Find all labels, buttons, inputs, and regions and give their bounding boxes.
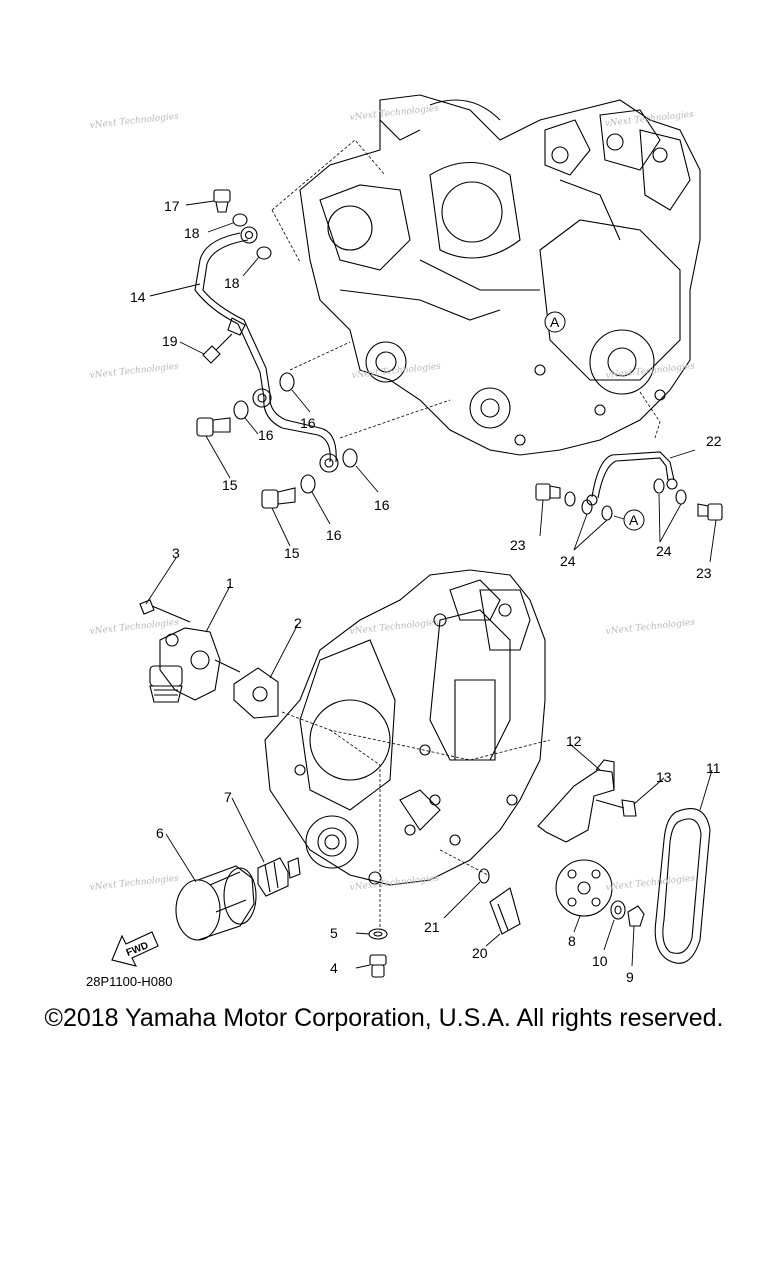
union-bolt-23 — [535, 483, 723, 521]
copyright-notice: ©2018 Yamaha Motor Corporation, U.S.A. A… — [44, 1004, 724, 1032]
bolt-3 — [139, 599, 191, 623]
callout-15: 15 — [284, 545, 300, 561]
svg-text:vNext Technologies: vNext Technologies — [349, 104, 439, 123]
callout-21: 21 — [424, 919, 440, 935]
diagram-reference-code: 28P1100-H080 — [86, 974, 173, 989]
svg-text:vNext Technologies: vNext Technologies — [605, 618, 695, 637]
oil-pipe-14 — [194, 226, 339, 473]
lower-engine-housing — [264, 569, 546, 886]
svg-text:vNext Technologies: vNext Technologies — [89, 362, 179, 381]
callout-3: 3 — [172, 545, 180, 561]
nut-9 — [627, 905, 645, 927]
callout-12: 12 — [566, 733, 582, 749]
union-bolt-17 — [213, 189, 231, 213]
sprocket-8 — [555, 859, 613, 917]
ref-mark-a-lower: A — [613, 509, 645, 531]
callout-15: 15 — [222, 477, 238, 493]
union-7 — [257, 857, 301, 897]
guide-12 — [537, 759, 615, 843]
callout-16: 16 — [300, 415, 316, 431]
watermarks: vNext Technologies vNext Technologies vN… — [89, 104, 695, 893]
callout-11: 11 — [706, 760, 721, 776]
ref-mark-a-upper: A — [544, 311, 566, 333]
svg-text:vNext Technologies: vNext Technologies — [349, 874, 439, 893]
callout-16: 16 — [374, 497, 390, 513]
bolt-19 — [202, 333, 233, 364]
bolt-13 — [595, 799, 637, 817]
callout-16: 16 — [258, 427, 274, 443]
washer-10 — [610, 900, 626, 920]
o-ring-21 — [478, 868, 490, 884]
chain-11 — [654, 808, 711, 964]
callout-24: 24 — [656, 543, 672, 559]
strainer-20 — [489, 887, 521, 935]
callout-6: 6 — [156, 825, 164, 841]
callout-19: 19 — [162, 333, 178, 349]
callout-16: 16 — [326, 527, 342, 543]
callout-1: 1 — [226, 575, 234, 591]
callout-14: 14 — [130, 289, 146, 305]
callout-17: 17 — [164, 198, 180, 214]
svg-text:vNext Technologies: vNext Technologies — [351, 362, 441, 381]
assembly-phantom-lines — [271, 139, 661, 930]
oil-pump-assembly-1 — [149, 627, 241, 703]
svg-text:A: A — [629, 512, 639, 528]
upper-engine-housing — [299, 94, 701, 456]
callout-8: 8 — [568, 933, 576, 949]
svg-text:vNext Technologies: vNext Technologies — [349, 618, 439, 637]
oil-filter-6 — [175, 865, 257, 941]
callout-labels: 17 18 18 14 19 16 16 15 16 16 15 22 23 2… — [130, 198, 722, 985]
oil-pipe-22 — [586, 451, 678, 506]
callout-10: 10 — [592, 953, 608, 969]
callout-13: 13 — [656, 769, 672, 785]
callout-23: 23 — [510, 537, 526, 553]
callout-2: 2 — [294, 615, 302, 631]
callout-18: 18 — [184, 225, 200, 241]
drain-bolt-4 — [369, 954, 387, 978]
callout-9: 9 — [626, 969, 634, 985]
callout-4: 4 — [330, 960, 338, 976]
callout-20: 20 — [472, 945, 488, 961]
fwd-arrow-icon: FWD — [111, 931, 159, 967]
svg-text:vNext Technologies: vNext Technologies — [89, 112, 179, 131]
svg-text:vNext Technologies: vNext Technologies — [89, 874, 179, 893]
callout-24: 24 — [560, 553, 576, 569]
union-bolt-15 — [196, 417, 296, 509]
gasket-2 — [233, 667, 279, 719]
svg-text:vNext Technologies: vNext Technologies — [605, 874, 695, 893]
gasket-18 — [232, 213, 272, 260]
svg-text:vNext Technologies: vNext Technologies — [605, 362, 695, 381]
callout-18: 18 — [224, 275, 240, 291]
gasket-16 — [233, 372, 358, 494]
leader-lines — [145, 200, 717, 969]
callout-23: 23 — [696, 565, 712, 581]
callout-22: 22 — [706, 433, 722, 449]
svg-text:A: A — [550, 314, 560, 330]
svg-text:vNext Technologies: vNext Technologies — [89, 618, 179, 637]
parts-diagram: FWD A A — [89, 94, 723, 985]
callout-5: 5 — [330, 925, 338, 941]
gasket-5 — [368, 928, 388, 940]
callout-7: 7 — [224, 789, 232, 805]
